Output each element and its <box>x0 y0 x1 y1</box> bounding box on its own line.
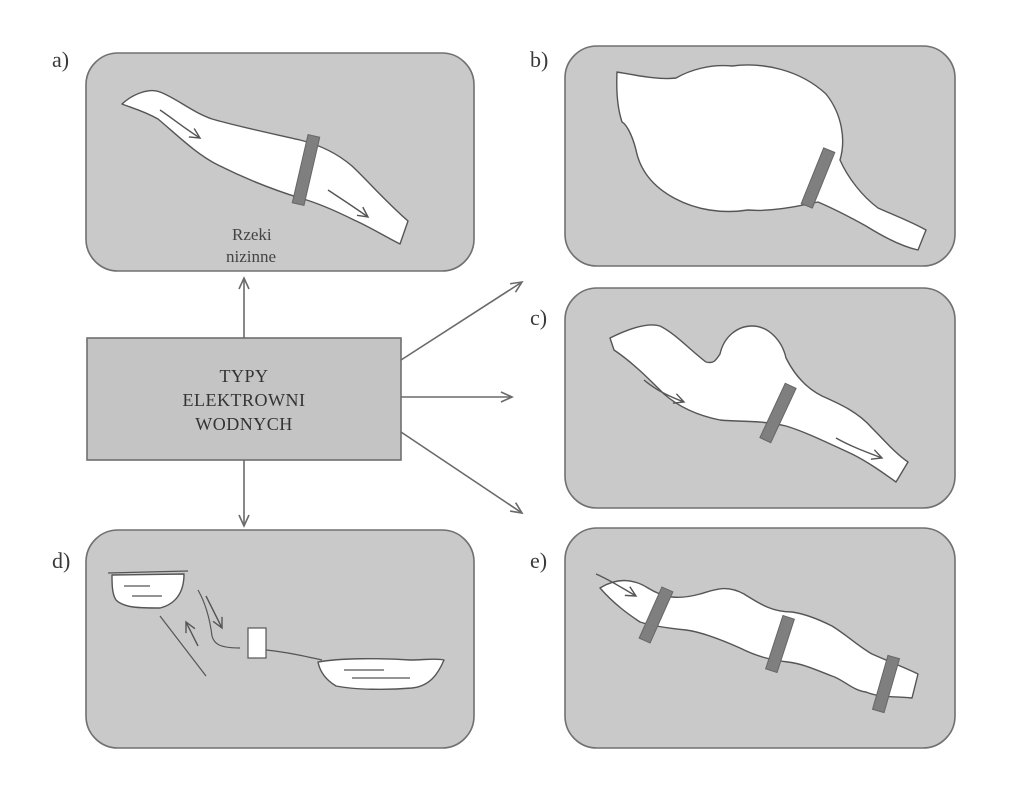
panel-b <box>564 45 956 267</box>
panel-c-flow-arrow-1 <box>643 379 686 404</box>
panel-d-lower-water-lines <box>344 669 410 679</box>
panel-e-river <box>599 579 919 699</box>
center-title-line2: ELEKTROWNI <box>183 390 306 410</box>
panel-e <box>564 527 956 749</box>
panel-a-label: a) <box>52 47 69 72</box>
panel-a-dam <box>291 133 321 207</box>
panel-e-dam-1 <box>638 586 674 644</box>
panel-d-upper-water-lines <box>124 585 162 597</box>
panel-d-upper-waterline <box>107 570 189 574</box>
panel-d-down-arrow <box>205 595 223 630</box>
panel-a: Rzeki nizinne <box>85 52 475 272</box>
panel-c <box>564 287 956 509</box>
panel-e-dam-2 <box>765 614 795 674</box>
center-title-line3: WODNYCH <box>195 414 293 434</box>
center-title-line1: TYPY <box>219 366 268 386</box>
panel-a-note-line2: nizinne <box>226 247 276 266</box>
panel-b-reservoir <box>616 64 927 251</box>
panel-d-upper-reservoir <box>111 573 185 609</box>
panel-a-note-line1: Rzeki <box>232 225 272 244</box>
panel-d-slope-line <box>159 615 207 677</box>
panel-d-label: d) <box>52 548 70 573</box>
panel-d-box <box>85 529 475 749</box>
panel-d-up-arrow <box>185 620 199 647</box>
arrow-to-e <box>400 431 524 515</box>
center-box-rect <box>86 337 402 461</box>
panel-c-label: c) <box>530 305 547 330</box>
panel-e-label: e) <box>530 548 547 573</box>
panel-d-powerhouse <box>247 627 267 659</box>
panel-d-tailrace <box>265 649 323 661</box>
panel-a-flow-arrow-1 <box>159 109 202 139</box>
arrow-to-b <box>400 280 524 361</box>
panel-c-dam <box>759 382 797 444</box>
panel-a-flow-arrow-2 <box>327 189 370 218</box>
panel-b-label: b) <box>530 47 548 72</box>
panel-b-dam <box>800 147 836 209</box>
panel-e-dam-3 <box>871 654 901 714</box>
panel-c-river <box>609 324 909 483</box>
panel-d-lower-reservoir <box>317 657 445 691</box>
panel-c-flow-arrow-2 <box>835 437 884 460</box>
panel-d <box>85 529 475 749</box>
panel-d-penstock <box>197 589 241 649</box>
center-box: TYPY ELEKTROWNI WODNYCH <box>86 337 402 461</box>
panel-e-flow-arrow <box>595 573 638 597</box>
